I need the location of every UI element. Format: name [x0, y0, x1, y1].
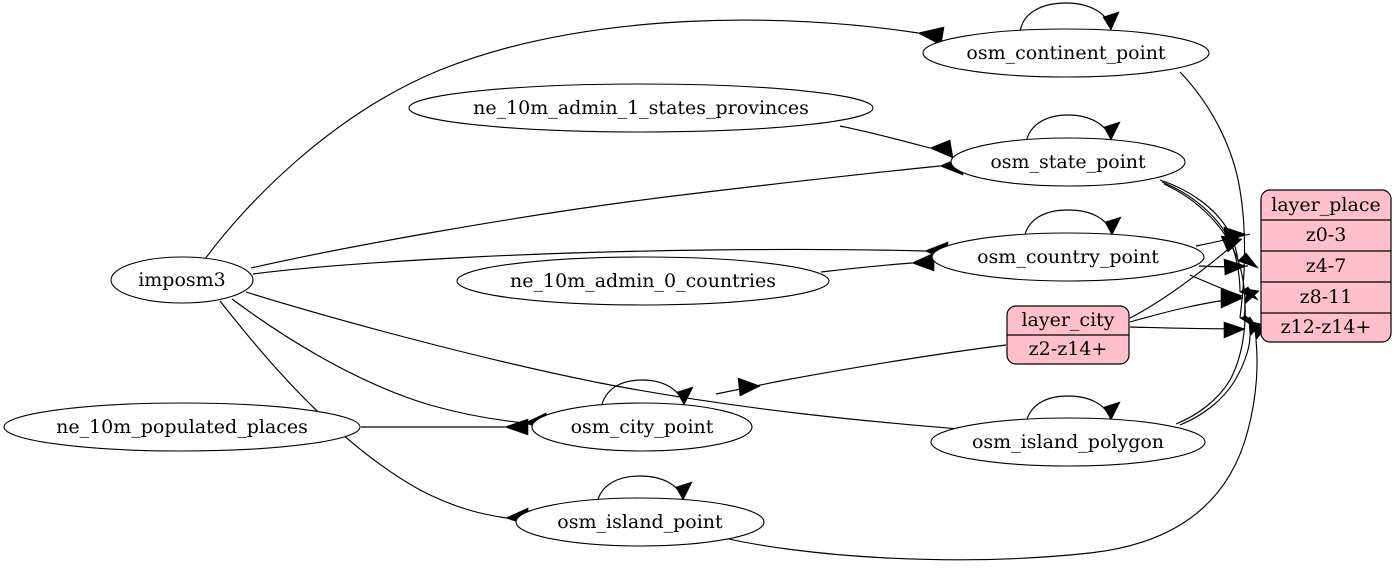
node-osm_island_polygon[interactable]: osm_island_polygon — [930, 417, 1206, 467]
selfloop-osm_island_polygon — [1025, 395, 1112, 424]
arrowhead — [1103, 121, 1121, 141]
edge-imposm3-to-osm_island_polygon — [245, 291, 986, 432]
layer_city-header: layer_city — [1021, 309, 1114, 331]
node-label: osm_island_point — [557, 511, 723, 533]
node-label: osm_country_point — [977, 246, 1159, 268]
edge-imposm3-to-osm_country_point — [252, 248, 926, 275]
node-label: osm_island_polygon — [972, 431, 1164, 453]
edge-osm_continent_point-to-layer_place-z12 — [1179, 71, 1246, 319]
arrowhead — [1223, 258, 1247, 276]
arrowhead — [1104, 216, 1122, 236]
arrowhead — [1244, 288, 1260, 305]
selfloop-osm_island_point — [596, 475, 684, 504]
layer_place-header: layer_place — [1271, 194, 1380, 216]
node-osm_city_point[interactable]: osm_city_point — [531, 402, 753, 452]
selfloop-osm_city_point — [600, 379, 685, 409]
edge-imposm3-to-osm_city_point — [231, 298, 526, 424]
edge-layer_city-to-layer_place-z0 — [1129, 245, 1233, 319]
layer_place-row-z8-11[interactable]: z8-11 — [1300, 286, 1353, 308]
arrowhead — [1102, 11, 1120, 31]
arrowhead — [676, 386, 694, 406]
arrowhead — [917, 26, 945, 46]
selfloop-osm_continent_point — [1019, 2, 1112, 34]
edge-imposm3-to-osm_state_point — [250, 165, 941, 269]
node-label: ne_10m_admin_1_states_provinces — [473, 97, 809, 119]
edge-imposm3-to-osm_island_point — [219, 300, 507, 519]
arrowhead — [737, 377, 761, 397]
edge-layer_city-to-osm_city_point — [715, 344, 1007, 395]
node-label: osm_state_point — [990, 151, 1146, 173]
node-layer: imposm3 ne_10m_populated_places ne_10m_a… — [3, 28, 1392, 547]
arrowhead — [1103, 401, 1121, 421]
arrowhead — [911, 252, 935, 272]
edge-osm_island_point-to-layer_place-z12 — [719, 339, 1258, 561]
layer_place-row-z4-7[interactable]: z4-7 — [1306, 255, 1347, 277]
node-ne_10m_populated_places[interactable]: ne_10m_populated_places — [3, 402, 361, 452]
layer_place-row-z12-z14[interactable]: z12-z14+ — [1281, 316, 1372, 338]
arrowhead — [1237, 252, 1259, 269]
node-ne_10m_admin_0_countries[interactable]: ne_10m_admin_0_countries — [456, 256, 830, 306]
selfloop-osm_state_point — [1025, 114, 1112, 144]
node-imposm3[interactable]: imposm3 — [110, 256, 254, 304]
node-layer_place[interactable]: layer_place z0-3 z4-7 z8-11 z12-z14+ — [1260, 189, 1392, 343]
node-osm_continent_point[interactable]: osm_continent_point — [922, 28, 1210, 78]
edge-imposm3-to-osm_continent_point — [204, 19, 919, 260]
arrowhead — [504, 418, 529, 436]
node-osm_island_point[interactable]: osm_island_point — [515, 497, 765, 547]
arrowhead — [1223, 321, 1246, 339]
edge-osm_island_polygon-to-layer_place-z8 — [1175, 303, 1246, 425]
layer_place-row-z0-3[interactable]: z0-3 — [1306, 224, 1347, 246]
node-ne_10m_admin_1_states_provinces[interactable]: ne_10m_admin_1_states_provinces — [408, 83, 874, 133]
edge-osm_state_point-to-layer_place-z12 — [1163, 183, 1246, 321]
node-label: osm_continent_point — [966, 42, 1166, 64]
edge-osm_island_polygon-to-layer_place-z12 — [1179, 335, 1251, 426]
node-label: ne_10m_populated_places — [56, 416, 308, 438]
arrowhead — [929, 139, 954, 159]
node-label: osm_city_point — [571, 416, 714, 438]
node-layer_city[interactable]: layer_city z2-z14+ — [1006, 305, 1130, 365]
node-label: ne_10m_admin_0_countries — [510, 270, 776, 292]
edge-ne_admin1-to-osm_state_point — [839, 125, 931, 149]
layer_city-row-z2[interactable]: z2-z14+ — [1029, 338, 1108, 360]
node-osm_country_point[interactable]: osm_country_point — [931, 232, 1205, 282]
node-label: imposm3 — [138, 269, 226, 291]
arrowhead — [1220, 290, 1244, 309]
node-osm_state_point[interactable]: osm_state_point — [950, 137, 1186, 187]
edge-ne_admin0-to-osm_country_point — [820, 262, 913, 273]
arrowhead — [1220, 235, 1243, 253]
arrowhead — [675, 481, 693, 501]
